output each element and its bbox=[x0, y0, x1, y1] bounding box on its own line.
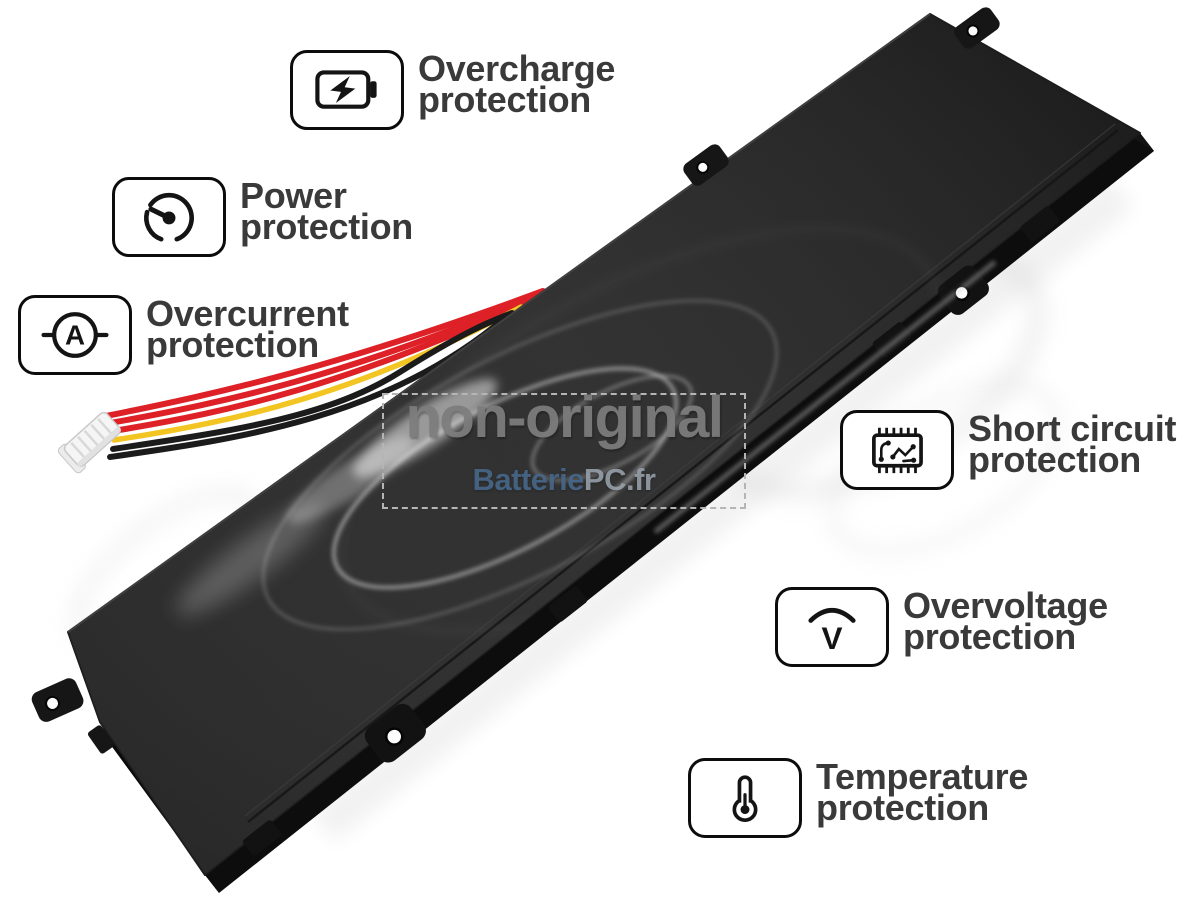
feature-line1: Overcurrent bbox=[146, 293, 349, 334]
feature-callout-power: Power protection bbox=[112, 177, 413, 257]
ampere-symbol: A bbox=[65, 320, 85, 351]
feature-line1: Temperature bbox=[816, 756, 1029, 797]
side-reflection bbox=[653, 260, 997, 534]
feature-line2: protection bbox=[240, 206, 413, 247]
power-gauge-icon bbox=[112, 177, 226, 257]
feature-callout-overcharge: Overcharge protection bbox=[290, 50, 615, 130]
mounting-tab bbox=[364, 703, 426, 763]
feature-callout-overcurrent: A Overcurrent protection bbox=[18, 295, 349, 375]
feature-label: Power protection bbox=[240, 175, 413, 247]
feature-callout-short-circuit: Short circuit protection bbox=[840, 410, 1176, 490]
brand-name: Batterie bbox=[472, 462, 584, 497]
feature-label: Overcurrent protection bbox=[146, 293, 349, 365]
feature-label: Temperature protection bbox=[816, 756, 1029, 828]
volt-symbol: V bbox=[822, 621, 843, 656]
wire-connector bbox=[57, 411, 121, 474]
feature-label: Overcharge protection bbox=[418, 48, 616, 120]
circuit-chip-icon bbox=[840, 410, 954, 490]
feature-line1: Overcharge bbox=[418, 48, 616, 89]
feature-line2: protection bbox=[146, 324, 319, 365]
ammeter-icon: A bbox=[18, 295, 132, 375]
mounting-tab bbox=[954, 7, 1000, 49]
mounting-tab bbox=[683, 144, 729, 186]
watermark-text: non-original bbox=[405, 385, 724, 450]
edge-clip bbox=[548, 586, 588, 622]
voltage-arc-icon: V bbox=[775, 587, 889, 667]
feature-callout-overvoltage: V Overvoltage protection bbox=[775, 587, 1108, 667]
surface-reflections bbox=[176, 228, 941, 632]
feature-line1: Overvoltage bbox=[903, 585, 1108, 626]
feature-line2: protection bbox=[903, 616, 1076, 657]
feature-label: Overvoltage protection bbox=[903, 585, 1108, 657]
edge-clip bbox=[87, 725, 114, 754]
thermometer-icon bbox=[688, 758, 802, 838]
watermark: non-original BatteriePC.fr bbox=[382, 386, 746, 509]
feature-line1: Power bbox=[240, 175, 347, 216]
feature-line2: protection bbox=[816, 787, 989, 828]
feature-line2: protection bbox=[968, 439, 1141, 480]
feature-callout-temperature: Temperature protection bbox=[688, 758, 1028, 838]
feature-label: Short circuit protection bbox=[968, 408, 1177, 480]
watermark-brand: BatteriePC.fr bbox=[472, 462, 656, 498]
brand-suffix: PC.fr bbox=[583, 462, 656, 497]
wire-harness bbox=[103, 288, 546, 460]
feature-line2: protection bbox=[418, 79, 591, 120]
feature-line1: Short circuit bbox=[968, 408, 1177, 449]
mounting-tab bbox=[31, 678, 84, 722]
battery-bolt-icon bbox=[290, 50, 404, 130]
edge-clip bbox=[242, 820, 282, 856]
edge-clip bbox=[1020, 206, 1060, 242]
